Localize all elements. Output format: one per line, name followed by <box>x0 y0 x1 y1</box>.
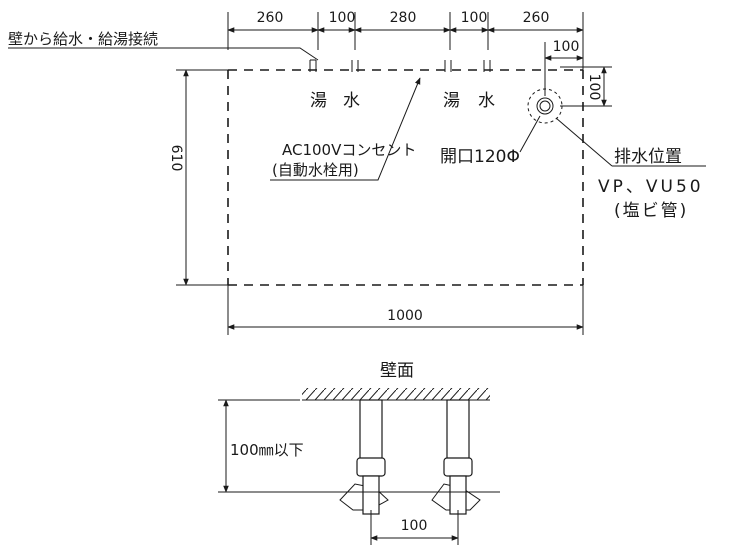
wall-supply-leader <box>8 47 319 61</box>
wall-supply-label: 壁から給水・給湯接続 <box>8 30 158 48</box>
dim-260-right: 260 <box>523 10 550 26</box>
drain-depth-dimension: 100 <box>560 66 612 107</box>
dim-100-offset: 100 <box>553 39 580 55</box>
plan-outline <box>227 69 584 286</box>
drain-spec: VP、VU50 <box>598 177 704 197</box>
outlet-label-line2: (自動水栓用) <box>272 161 359 179</box>
height-limit-note: 100㎜以下 <box>230 441 304 459</box>
right-cold-label: 水 <box>478 91 495 111</box>
width-dimension: 1000 <box>227 285 584 335</box>
drain-material: (塩ビ管) <box>614 201 688 221</box>
drain-opening <box>527 88 563 124</box>
dim-100-depth: 100 <box>586 74 602 101</box>
left-supply-pipe <box>339 399 389 515</box>
left-cold-label: 水 <box>343 91 360 111</box>
opening-120-label: 開口120Φ <box>440 147 520 167</box>
dim-260-left: 260 <box>257 10 284 26</box>
height-dimension: 610 <box>168 69 228 286</box>
pipe-height-dimension: 100㎜以下 <box>218 399 500 493</box>
drain-leader <box>555 117 613 167</box>
right-supply-pipe <box>431 399 481 515</box>
outlet-label-line1: AC100Vコンセント <box>282 141 416 159</box>
drain-offset-dimension: 100 <box>544 39 584 96</box>
pipe-spacing-100: 100 <box>401 518 428 534</box>
left-supply-fixtures <box>309 59 359 72</box>
dim-100-right: 100 <box>461 10 488 26</box>
top-dimension-chain: 260 100 280 100 260 <box>227 10 584 75</box>
outlet-leader <box>270 77 421 181</box>
wall-surface <box>302 388 490 401</box>
height-610: 610 <box>168 145 184 172</box>
dim-280: 280 <box>390 10 417 26</box>
left-hot-label: 湯 <box>310 91 327 111</box>
drain-position-title: 排水位置 <box>614 147 682 167</box>
pipe-spacing-dimension: 100 <box>370 510 459 545</box>
width-1000: 1000 <box>387 308 423 324</box>
right-hot-label: 湯 <box>443 91 460 111</box>
elevation-wall-label: 壁面 <box>380 361 414 381</box>
right-supply-fixtures <box>444 60 491 72</box>
opening-leader <box>519 115 541 153</box>
dim-100-left: 100 <box>329 10 356 26</box>
